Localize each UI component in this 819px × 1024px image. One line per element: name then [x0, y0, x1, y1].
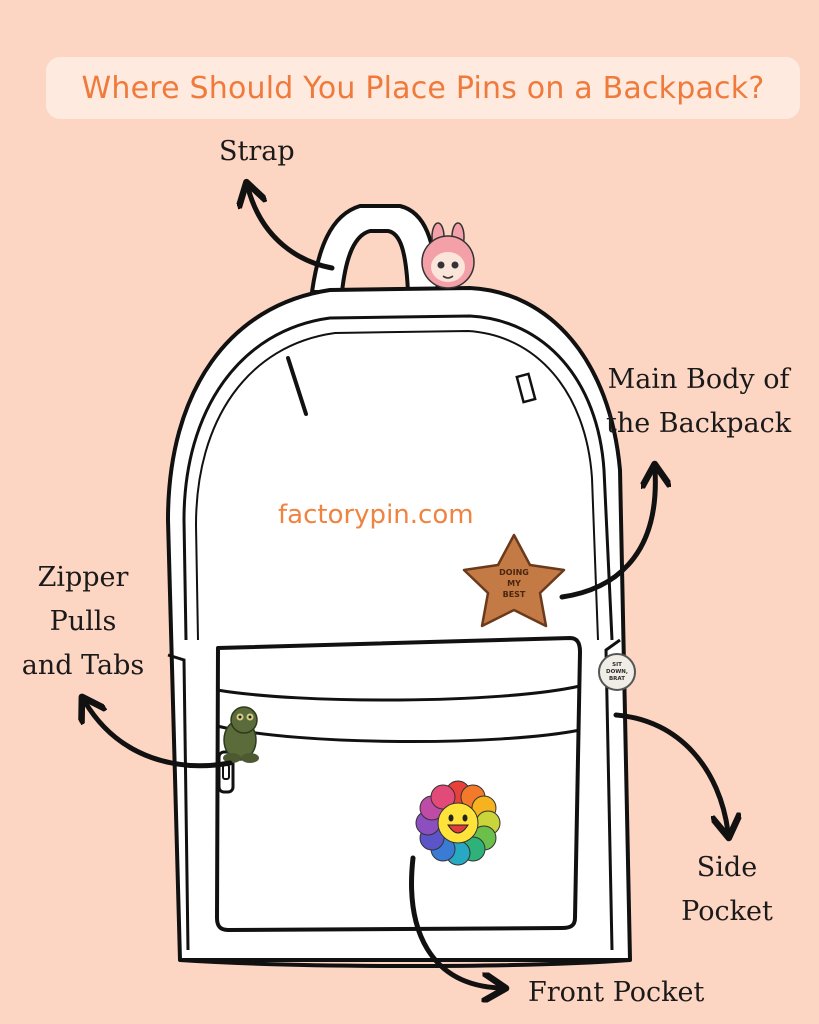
label-zipper-line-3: and Tabs	[21, 650, 145, 681]
label-main-body: Main Body of the Backpack	[606, 358, 791, 446]
flower-petal	[430, 784, 456, 810]
arrow-zipper	[85, 702, 233, 769]
main-zipper-line	[182, 314, 614, 641]
side-pin-line-2: DOWN,	[606, 669, 628, 675]
label-main-body-line-1: Main Body of	[607, 364, 790, 395]
front-pocket-zipper-line	[216, 724, 581, 744]
star-pin-line-3: BEST	[503, 590, 526, 599]
front-pocket	[215, 636, 582, 932]
arrow-main-body	[559, 470, 655, 600]
label-zipper-line-1: Zipper	[37, 562, 129, 593]
backpack-bottom	[179, 958, 631, 968]
label-strap: Strap	[219, 130, 295, 174]
arrow-front-pocket	[409, 855, 500, 988]
side-round-pin: SIT DOWN, BRAT	[598, 653, 636, 691]
star-pin: DOING MY BEST	[462, 533, 566, 628]
right-side-pocket-line	[604, 638, 621, 951]
flower-face	[437, 802, 479, 844]
label-side-pocket-line-2: Pocket	[681, 896, 773, 927]
main-zipper-line-2	[194, 329, 599, 641]
label-front-pocket-text: Front Pocket	[528, 977, 705, 1008]
handle-strap	[310, 204, 440, 294]
arrow-side-pocket	[613, 712, 728, 832]
label-strap-text: Strap	[219, 136, 295, 167]
zipper-tab-top	[515, 372, 537, 404]
label-side-pocket: Side Pocket	[672, 846, 782, 934]
star-pin-line-2: MY	[507, 579, 521, 588]
front-pocket-flap-line	[216, 684, 581, 702]
label-zipper: Zipper Pulls and Tabs	[16, 556, 150, 688]
watermark-url: factorypin.com	[278, 500, 474, 530]
title-banner: Where Should You Place Pins on a Backpac…	[46, 57, 800, 119]
flower-pin	[415, 780, 501, 866]
label-side-pocket-line-1: Side	[696, 852, 758, 883]
label-front-pocket: Front Pocket	[528, 971, 704, 1015]
flower-eye	[462, 814, 468, 822]
bunny-pin	[421, 222, 475, 289]
star-pin-line-1: DOING	[499, 568, 529, 577]
label-zipper-line-2: Pulls	[49, 606, 117, 637]
left-side-pocket-line	[167, 653, 190, 951]
frog-pin	[223, 706, 259, 763]
flower-eye	[448, 814, 454, 822]
page-title: Where Should You Place Pins on a Backpac…	[81, 70, 765, 106]
label-main-body-line-2: the Backpack	[606, 408, 792, 439]
flower-mouth	[447, 824, 469, 834]
zipper-pull-top	[286, 356, 308, 416]
side-pin-line-1: SIT	[612, 662, 622, 668]
arrow-strap	[248, 188, 335, 271]
side-pin-line-3: BRAT	[609, 676, 625, 682]
